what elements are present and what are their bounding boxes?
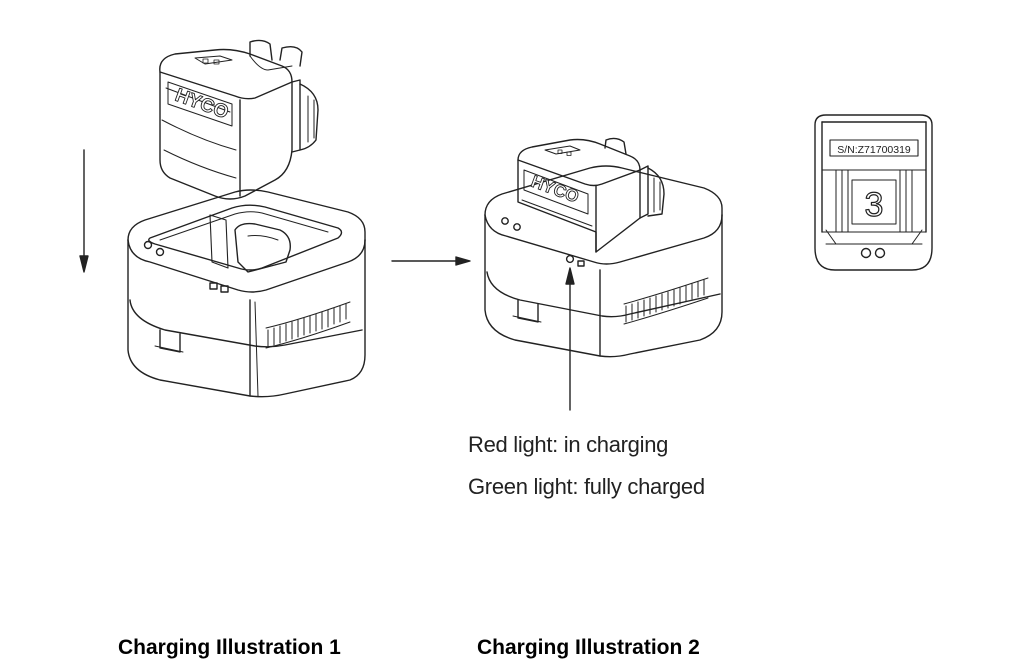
caption-illustration-2: Charging Illustration 2 (477, 636, 700, 659)
green-light-label: Green light: fully charged (468, 474, 705, 499)
caption-illustration-1: Charging Illustration 1 (118, 636, 341, 659)
charger1-brand-text: HYCO (172, 85, 231, 124)
transition-right-arrow (391, 256, 471, 266)
battery-serial-text: S/N:Z71700319 (837, 144, 911, 156)
battery-slot-number: 3 (865, 186, 884, 224)
insert-down-arrow (79, 149, 89, 273)
charger-illustration-2: HYCO (484, 137, 723, 358)
red-light-label: Red light: in charging (468, 432, 669, 457)
charger-illustration-1: HYCO (127, 39, 366, 398)
battery-back-view: S/N:Z71700319 3 (814, 114, 933, 271)
indicator-pointer-arrow (565, 267, 575, 411)
